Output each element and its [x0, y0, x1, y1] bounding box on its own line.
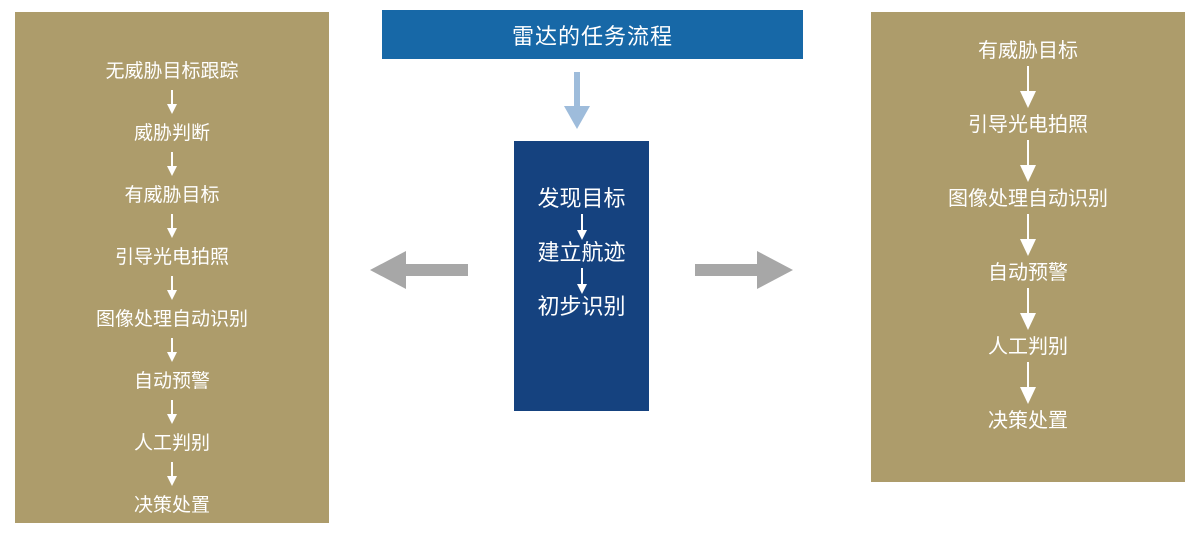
center-step: 发现目标	[537, 187, 626, 212]
down-arrow-icon	[166, 269, 178, 307]
down-arrow-icon	[166, 83, 178, 121]
down-arrow-icon	[1019, 284, 1037, 334]
right-step: 图像处理自动识别	[948, 186, 1108, 210]
right-process-panel: 有威胁目标 引导光电拍照 图像处理自动识别 自动预警 人工判别 决策处置	[871, 12, 1185, 482]
down-arrow-icon	[564, 72, 590, 129]
left-step: 人工判别	[133, 432, 210, 454]
down-arrow-icon	[572, 267, 592, 295]
down-arrow-icon	[166, 145, 178, 183]
left-arrow-icon	[370, 251, 468, 289]
down-arrow-icon	[1019, 210, 1037, 260]
center-process-box: 发现目标 建立航迹 初步识别	[514, 141, 649, 411]
down-arrow-icon	[166, 207, 178, 245]
diagram-title-text: 雷达的任务流程	[511, 24, 673, 50]
down-arrow-icon	[1019, 358, 1037, 408]
down-arrow-icon	[166, 393, 178, 431]
down-arrow-icon	[572, 213, 592, 241]
down-arrow-icon	[1019, 136, 1037, 186]
left-process-panel: 无威胁目标跟踪 威胁判断 有威胁目标 引导光电拍照 图像处理自动识别 自动预警 …	[15, 12, 329, 523]
down-arrow-icon	[166, 331, 178, 369]
left-step: 引导光电拍照	[114, 246, 229, 268]
left-step: 无威胁目标跟踪	[105, 60, 239, 82]
right-step: 有威胁目标	[978, 38, 1078, 62]
center-step: 初步识别	[537, 295, 626, 320]
left-step: 威胁判断	[133, 122, 210, 144]
down-arrow-icon	[166, 455, 178, 493]
right-step: 自动预警	[988, 260, 1068, 284]
right-step: 决策处置	[988, 408, 1068, 432]
down-arrow-icon	[1019, 62, 1037, 112]
right-step: 引导光电拍照	[968, 112, 1088, 136]
right-arrow-icon	[695, 251, 793, 289]
left-step: 自动预警	[133, 370, 210, 392]
left-step: 有威胁目标	[124, 184, 220, 206]
left-step: 图像处理自动识别	[95, 308, 248, 330]
left-step: 决策处置	[133, 494, 210, 516]
diagram-title: 雷达的任务流程	[382, 10, 803, 59]
right-step: 人工判别	[988, 334, 1068, 358]
center-step: 建立航迹	[537, 241, 626, 266]
